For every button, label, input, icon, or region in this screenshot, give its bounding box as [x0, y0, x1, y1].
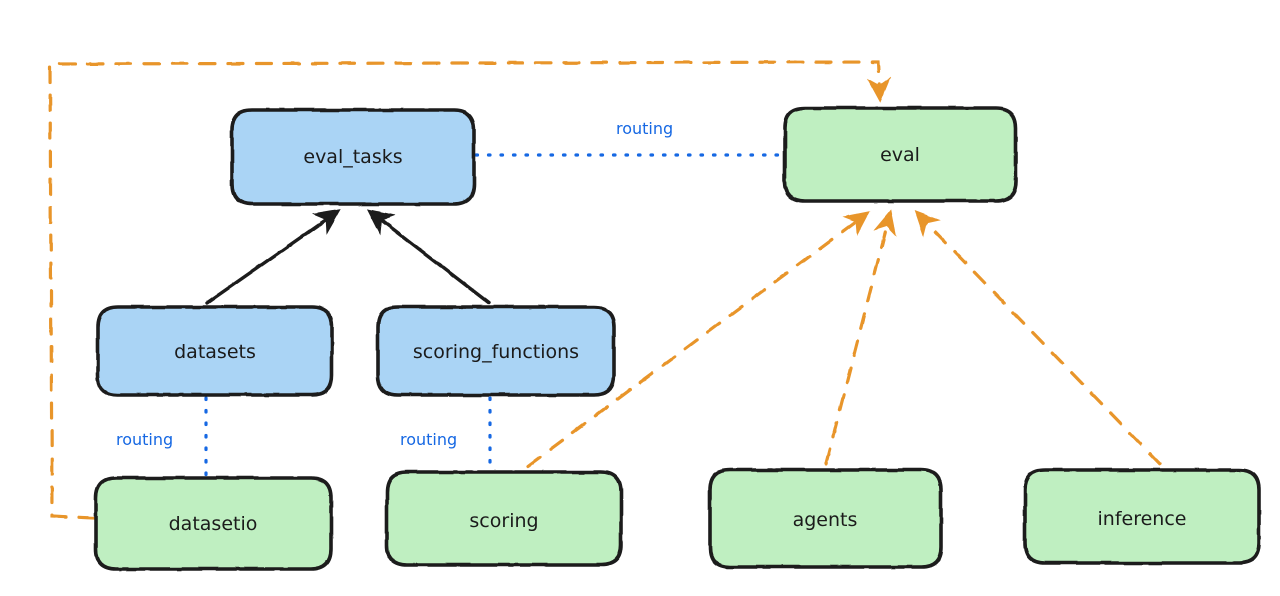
edge-datasetio-to-eval [48, 60, 891, 520]
node-scoring[interactable]: scoring [385, 470, 623, 567]
edge-label-routing-eval: routing [616, 119, 673, 138]
edge-label-routing-scoring: routing [400, 430, 457, 449]
node-layer: eval_tasks eval datasets scoring_functio… [94, 106, 1261, 571]
edge-agents-to-eval [824, 209, 897, 466]
node-scoring-functions-label: scoring_functions [413, 341, 579, 363]
edge-layer [48, 60, 1162, 520]
node-eval-tasks-label: eval_tasks [303, 146, 402, 168]
edge-datasets-to-eval-tasks [205, 209, 342, 305]
node-eval-tasks[interactable]: eval_tasks [230, 108, 476, 206]
node-datasets[interactable]: datasets [96, 305, 334, 397]
edge-scoring-to-eval [526, 211, 870, 468]
edge-inference-to-eval [914, 210, 1162, 466]
node-scoring-functions[interactable]: scoring_functions [376, 305, 616, 397]
node-datasetio[interactable]: datasetio [94, 476, 333, 571]
edge-label-routing-datasetio: routing [116, 430, 173, 449]
node-eval-label: eval [880, 144, 920, 166]
node-inference[interactable]: inference [1023, 468, 1261, 565]
edge-label-layer: routing routing routing [116, 119, 673, 449]
node-agents-label: agents [793, 509, 858, 531]
node-datasetio-label: datasetio [169, 513, 258, 535]
node-scoring-label: scoring [469, 510, 538, 532]
edge-scoring-functions-to-eval-tasks [366, 208, 491, 305]
node-inference-label: inference [1098, 508, 1187, 530]
node-eval[interactable]: eval [783, 106, 1018, 203]
node-agents[interactable]: agents [708, 468, 943, 569]
node-datasets-label: datasets [174, 341, 256, 363]
